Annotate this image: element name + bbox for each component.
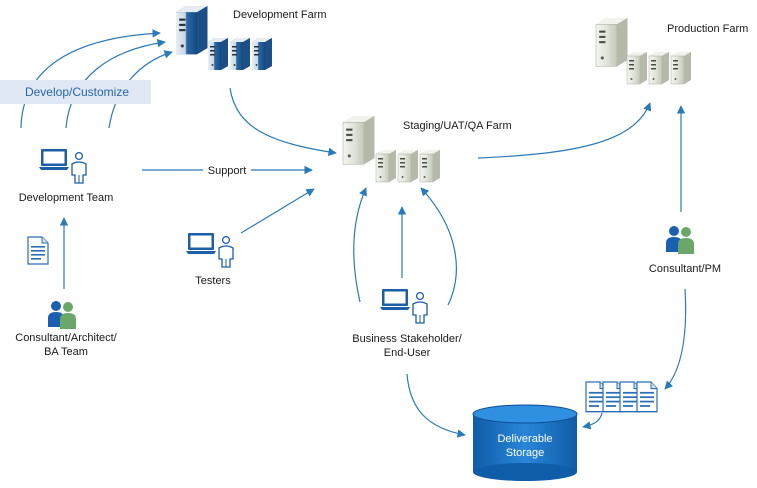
- development-team-label: Development Team: [19, 192, 114, 204]
- consultant-pm-label: Consultant/PM: [649, 263, 721, 275]
- deliverable-storage-label-line2: Storage: [506, 447, 545, 459]
- support-label: Support: [208, 165, 247, 177]
- arrow-devteam-to-devfarm-2: [65, 38, 166, 129]
- develop-customize-banner: [0, 80, 151, 104]
- production-farm-label: Production Farm: [667, 23, 748, 35]
- development-farm-label: Development Farm: [233, 9, 327, 21]
- consultant-architect-people-icon: [48, 301, 76, 329]
- deliverable-storage-label-line1: Deliverable: [497, 433, 552, 445]
- develop-customize-label: Develop/Customize: [25, 85, 129, 99]
- consultant-pm-people-icon: [666, 226, 694, 254]
- requirements-document-icon: [27, 236, 49, 265]
- business-stakeholder-label-line2: End-User: [384, 347, 431, 359]
- staging-farm-label: Staging/UAT/QA Farm: [403, 120, 512, 132]
- arrow-staging-to-production: [477, 102, 652, 159]
- arrow-testers-to-staging: [240, 188, 315, 234]
- business-stakeholder-laptop-user-icon: [379, 288, 428, 324]
- consultant-architect-label-line2: BA Team: [44, 346, 88, 358]
- arrow-devteam-to-devfarm-1: [20, 29, 161, 129]
- deliverable-storage-database-icon: [472, 404, 578, 481]
- consultant-architect-label-line1: Consultant/Architect/: [15, 332, 117, 344]
- arrow-devteam-to-devfarm-3: [108, 50, 173, 129]
- development-team-laptop-user-icon: [38, 148, 87, 184]
- business-stakeholder-label-line1: Business Stakeholder/: [352, 333, 462, 345]
- arrow-stakeholder-to-staging-right: [420, 187, 457, 306]
- arrow-pm-to-documents: [664, 288, 687, 390]
- deliverable-documents-icon: [585, 381, 658, 413]
- testers-label: Testers: [195, 275, 231, 287]
- arrow-documents-to-storage: [582, 412, 603, 430]
- testers-laptop-user-icon: [185, 232, 234, 268]
- arrow-stakeholder-to-staging-left: [353, 187, 367, 303]
- arrow-devfarm-to-staging: [229, 87, 337, 157]
- arrow-stakeholder-to-storage: [406, 373, 466, 438]
